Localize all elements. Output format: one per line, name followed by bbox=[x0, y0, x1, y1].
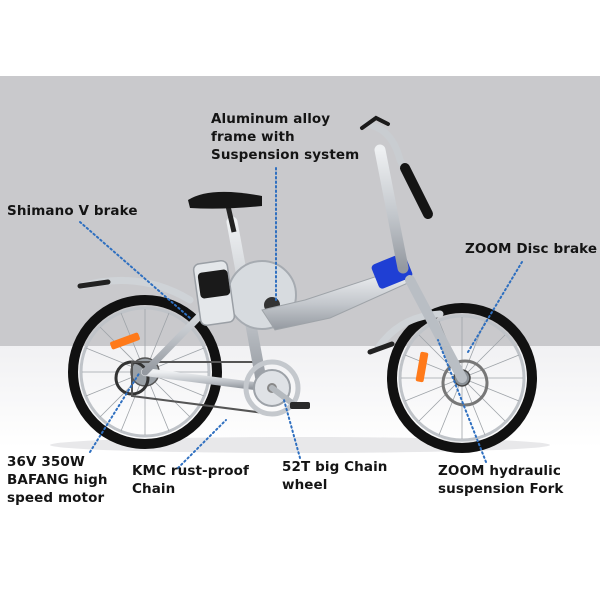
fork-leader bbox=[437, 339, 487, 463]
bike-frame bbox=[141, 144, 467, 392]
chainwheel bbox=[243, 359, 310, 417]
rear-reflector bbox=[110, 332, 140, 350]
front-mudflap bbox=[367, 341, 395, 355]
chainwheel-callout: 52T big Chain wheel bbox=[282, 459, 388, 493]
disc-brake-leader bbox=[467, 261, 523, 353]
disc-brake-callout: ZOOM Disc brake bbox=[465, 241, 598, 257]
suspension-fork bbox=[405, 275, 467, 383]
motor-callout: 36V 350W BAFANG high speed motor bbox=[7, 454, 108, 506]
chain-callout: KMC rust-proof Chain bbox=[132, 463, 250, 497]
stem bbox=[374, 144, 409, 274]
chainwheel-leader bbox=[283, 399, 301, 459]
handlebar bbox=[360, 115, 433, 219]
handlebar-grip bbox=[400, 163, 433, 219]
leader-lines bbox=[79, 167, 523, 469]
frame-callout: Aluminum alloy frame with Suspension sys… bbox=[211, 111, 360, 163]
fork-callout: ZOOM hydraulic suspension Fork bbox=[438, 463, 564, 497]
rear-mudflap bbox=[77, 279, 111, 289]
motor-leader bbox=[89, 371, 141, 453]
front-reflector bbox=[415, 351, 429, 383]
brake-lever bbox=[360, 115, 390, 130]
chain-leader bbox=[177, 419, 227, 469]
pedal bbox=[290, 402, 310, 409]
v-brake-callout: Shimano V brake bbox=[7, 203, 138, 219]
disc-rotor bbox=[441, 359, 489, 407]
v-brake-leader bbox=[79, 221, 191, 319]
saddle bbox=[188, 191, 262, 233]
battery bbox=[192, 259, 236, 327]
